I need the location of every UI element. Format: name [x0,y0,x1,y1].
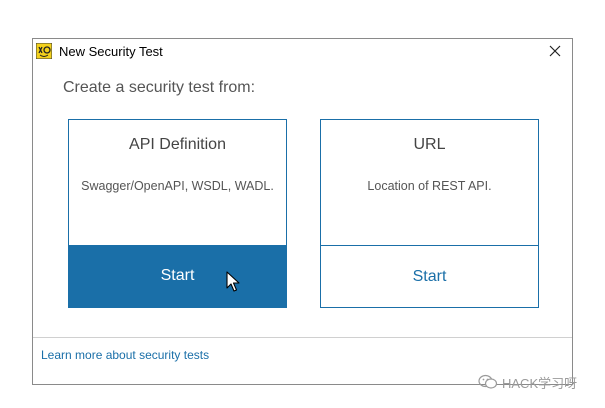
url-card: URL Location of REST API. Start [320,119,539,308]
start-button-label: Start [412,267,447,285]
card-title: URL [413,136,446,153]
watermark: HACK学习呀 [478,372,577,392]
card-description: Location of REST API. [367,179,492,193]
card-title: API Definition [129,136,226,153]
api-definition-card: API Definition Swagger/OpenAPI, WSDL, WA… [68,119,287,308]
learn-more-link[interactable]: Learn more about security tests [41,348,210,362]
start-button-label: Start [160,267,195,284]
api-definition-start-button[interactable]: Start [69,245,286,307]
title-bar: New Security Test [33,39,572,63]
dialog-heading: Create a security test from: [63,79,256,96]
footer-divider [33,337,572,338]
watermark-text: HACK学习呀 [502,375,578,391]
mouse-cursor-icon [226,271,240,292]
soapui-logo-icon [35,42,53,60]
close-icon [549,45,561,57]
close-button[interactable] [544,41,566,61]
url-start-button[interactable]: Start [321,245,538,307]
window-title: New Security Test [59,44,163,59]
new-security-test-dialog: New Security Test Create a security test… [32,38,573,385]
card-description: Swagger/OpenAPI, WSDL, WADL. [81,179,274,193]
wechat-icon [478,374,498,389]
